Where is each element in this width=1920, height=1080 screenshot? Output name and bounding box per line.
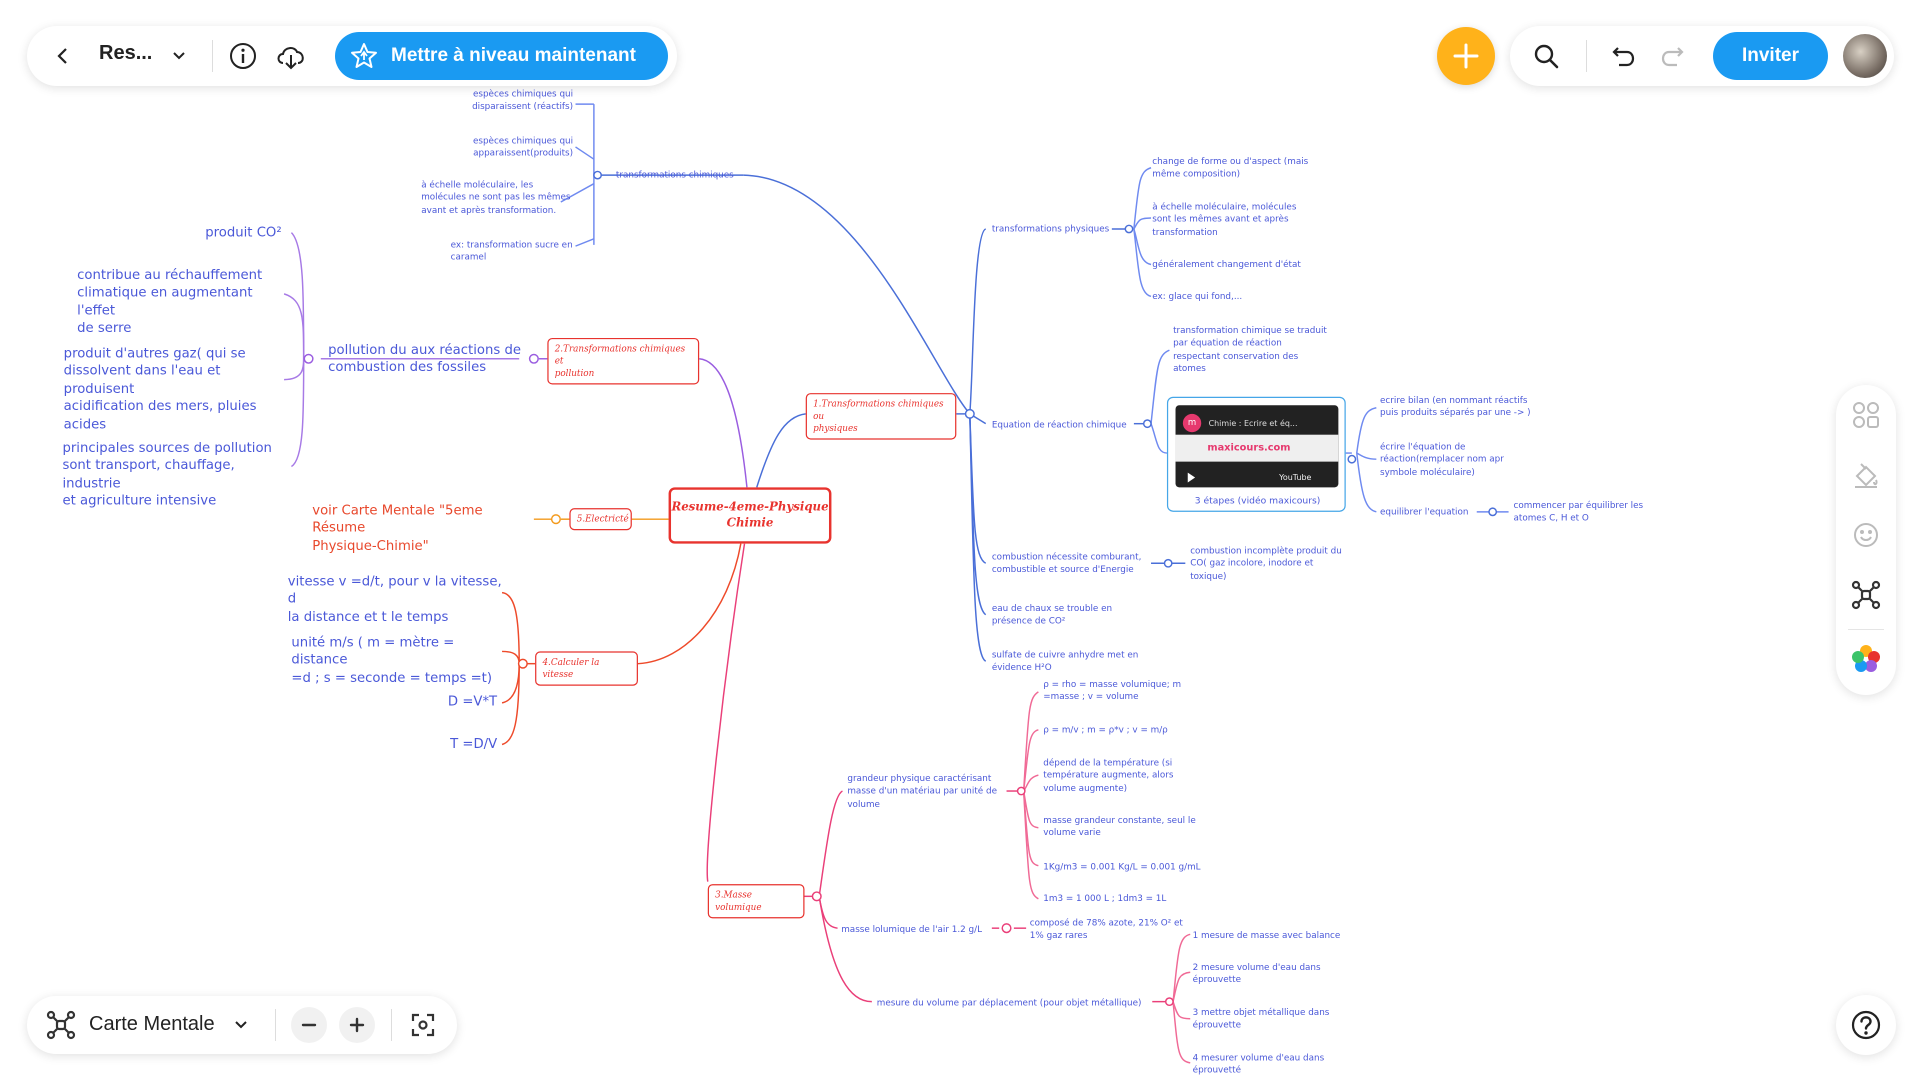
chem-item-2[interactable]: espèces chimiques qui apparaissent(produ… [472, 134, 574, 159]
mindmap-structure-icon[interactable] [45, 1009, 77, 1041]
layout-grid-icon[interactable] [1850, 399, 1882, 431]
video-brand: maxicours.com [1207, 442, 1291, 454]
pollution-main-node[interactable]: pollution du aux réactions de combustion… [328, 341, 521, 376]
branch-pollution-node[interactable]: 2.Transformations chimiques et pollution [547, 337, 700, 385]
top-right-toolbar: Inviter [1510, 26, 1894, 86]
pollution-item-1[interactable]: produit CO² [205, 224, 282, 241]
equation-step-2[interactable]: écrire l'équation de réaction(remplacer … [1380, 440, 1504, 478]
speed-item-4[interactable]: T =D/V [450, 735, 498, 752]
chevron-left-icon[interactable] [45, 38, 81, 74]
air-density-child[interactable]: composé de 78% azote, 21% O² et 1% gaz r… [1029, 917, 1183, 941]
branch-density-node[interactable]: 3.Masse volumique [707, 884, 805, 919]
measure-step-4[interactable]: 4 mesurer volume d'eau dans éprouvetté [1192, 1051, 1325, 1076]
phys-item-2[interactable]: à échelle moléculaire, molécules sont le… [1152, 200, 1297, 238]
chem-item-1[interactable]: espèces chimiques qui disparaissent (réa… [472, 88, 574, 112]
search-icon[interactable] [1530, 40, 1562, 72]
equation-step-3-child[interactable]: commencer par équilibrer les atomes C, H… [1513, 499, 1644, 524]
upgrade-button[interactable]: Mettre à niveau maintenant [335, 32, 668, 80]
mindmap-structure-icon[interactable] [1850, 579, 1882, 611]
color-palette-icon[interactable] [1850, 643, 1882, 675]
plus-icon [349, 1017, 365, 1033]
speed-item-2[interactable]: unité m/s ( m = mètre = distance =d ; s … [291, 634, 493, 686]
video-embed-node[interactable]: m Chimie : Ecrire et éq... maxicours.com… [1166, 396, 1346, 512]
star-icon [351, 43, 377, 68]
info-icon[interactable] [227, 40, 259, 72]
equation-step-1[interactable]: ecrire bilan (en nommant réactifs puis p… [1380, 394, 1531, 418]
phys-item-3[interactable]: généralement changement d'état [1152, 258, 1301, 270]
phys-item-1[interactable]: change de forme ou d'aspect (mais même c… [1152, 155, 1309, 180]
chevron-down-icon[interactable] [227, 1011, 255, 1039]
chem-item-3[interactable]: à échelle moléculaire, les molécules ne … [421, 178, 571, 216]
top-left-toolbar: Res... Mettre à niveau maintenant [27, 26, 677, 86]
pollution-item-3[interactable]: produit d'autres gaz( qui se dissolvent … [63, 345, 257, 432]
minus-icon [301, 1023, 317, 1027]
chem-item-4[interactable]: ex: transformation sucre en caramel [450, 238, 573, 263]
add-button[interactable] [1437, 27, 1495, 85]
smiley-icon[interactable] [1850, 519, 1882, 551]
paint-bucket-icon[interactable] [1850, 459, 1882, 491]
video-thumbnail[interactable]: m Chimie : Ecrire et éq... maxicours.com… [1175, 405, 1339, 488]
combustion-node[interactable]: combustion nécessite comburant, combusti… [991, 551, 1142, 575]
youtube-label: YouTube [1279, 472, 1312, 483]
phys-transformations-node[interactable]: transformations physiques [991, 222, 1110, 234]
speed-item-1[interactable]: vitesse v =d/t, pour v la vitesse, d la … [287, 573, 502, 625]
undo-icon[interactable] [1608, 40, 1640, 72]
measure-node[interactable]: mesure du volume par déplacement (pour o… [876, 996, 1142, 1008]
map-mode-selector[interactable]: Carte Mentale [89, 1013, 215, 1035]
sidebar-divider [1848, 629, 1884, 630]
video-caption: 3 étapes (vidéo maxicours) [1194, 494, 1321, 506]
branch-transformations-node[interactable]: 1.Transformations chimiques ou physiques [805, 393, 957, 440]
combustion-child[interactable]: combustion incomplète produit du CO( gaz… [1190, 544, 1342, 582]
mindmap-root-node[interactable]: Resume-4eme-Physique Chimie [668, 487, 832, 544]
toolbar-divider [1586, 40, 1587, 72]
equation-node[interactable]: Equation de réaction chimique [991, 418, 1127, 430]
speed-item-3[interactable]: D =V*T [447, 693, 498, 709]
pollution-item-4[interactable]: principales sources de pollution sont tr… [62, 439, 272, 509]
air-density-node[interactable]: masse lolumique de l'air 1.2 g/L [841, 923, 983, 935]
chem-transformations-node[interactable]: transformations chimiques [615, 168, 734, 181]
bottom-toolbar: Carte Mentale [27, 996, 457, 1054]
measure-step-3[interactable]: 3 mettre objet métallique dans éprouvett… [1192, 1006, 1330, 1031]
density-item-3[interactable]: dépend de la température (si température… [1043, 756, 1174, 793]
zoom-out-button[interactable] [291, 1007, 327, 1043]
upgrade-label: Mettre à niveau maintenant [391, 45, 636, 66]
fit-screen-icon[interactable] [407, 1009, 439, 1041]
toolbar-divider [212, 40, 213, 72]
density-item-6[interactable]: 1m3 = 1 000 L ; 1dm3 = 1L [1043, 892, 1167, 904]
measure-step-2[interactable]: 2 mesure volume d'eau dans éprouvette [1192, 961, 1321, 985]
help-button[interactable] [1836, 995, 1896, 1055]
document-title[interactable]: Res... [99, 42, 153, 64]
chevron-down-icon[interactable] [165, 42, 193, 70]
electricity-child[interactable]: voir Carte Mentale "5eme Résume Physique… [312, 502, 483, 554]
equation-top-item[interactable]: transformation chimique se traduit par é… [1173, 324, 1327, 374]
avatar[interactable] [1843, 34, 1887, 78]
density-definition-node[interactable]: grandeur physique caractérisant masse d'… [847, 772, 997, 809]
density-item-1[interactable]: ρ = rho = masse volumique; m =masse ; v … [1043, 678, 1182, 703]
measure-step-1[interactable]: 1 mesure de masse avec balance [1192, 929, 1341, 941]
equation-step-3[interactable]: equilibrer l'equation [1380, 505, 1469, 517]
chaux-node[interactable]: eau de chaux se trouble en présence de C… [991, 602, 1113, 627]
redo-icon[interactable] [1656, 40, 1688, 72]
zoom-in-button[interactable] [339, 1007, 375, 1043]
density-item-5[interactable]: 1Kg/m3 = 0.001 Kg/L = 0.001 g/mL [1043, 860, 1201, 872]
video-title: Chimie : Ecrire et éq... [1208, 418, 1298, 429]
invite-button[interactable]: Inviter [1713, 32, 1828, 80]
maxicours-logo-icon: m [1182, 413, 1202, 433]
density-item-2[interactable]: ρ = m/v ; m = ρ*v ; v = m/ρ [1043, 723, 1168, 735]
density-item-4[interactable]: masse grandeur constante, seul le volume… [1043, 814, 1196, 838]
sulfate-node[interactable]: sulfate de cuivre anhydre met en évidenc… [991, 648, 1139, 673]
toolbar-divider [275, 1009, 276, 1041]
phys-item-4[interactable]: ex: glace qui fond,... [1152, 290, 1243, 302]
play-icon[interactable] [1187, 472, 1196, 483]
help-icon [1851, 1010, 1881, 1040]
branch-speed-node[interactable]: 4.Calculer la vitesse [535, 651, 638, 686]
toolbar-divider [391, 1009, 392, 1041]
cloud-download-icon[interactable] [273, 40, 309, 72]
plus-icon [1453, 43, 1479, 69]
right-sidebar [1836, 385, 1896, 695]
pollution-item-2[interactable]: contribue au réchauffement climatique en… [77, 266, 263, 336]
branch-electricity-node[interactable]: 5.Electricté [569, 508, 632, 531]
